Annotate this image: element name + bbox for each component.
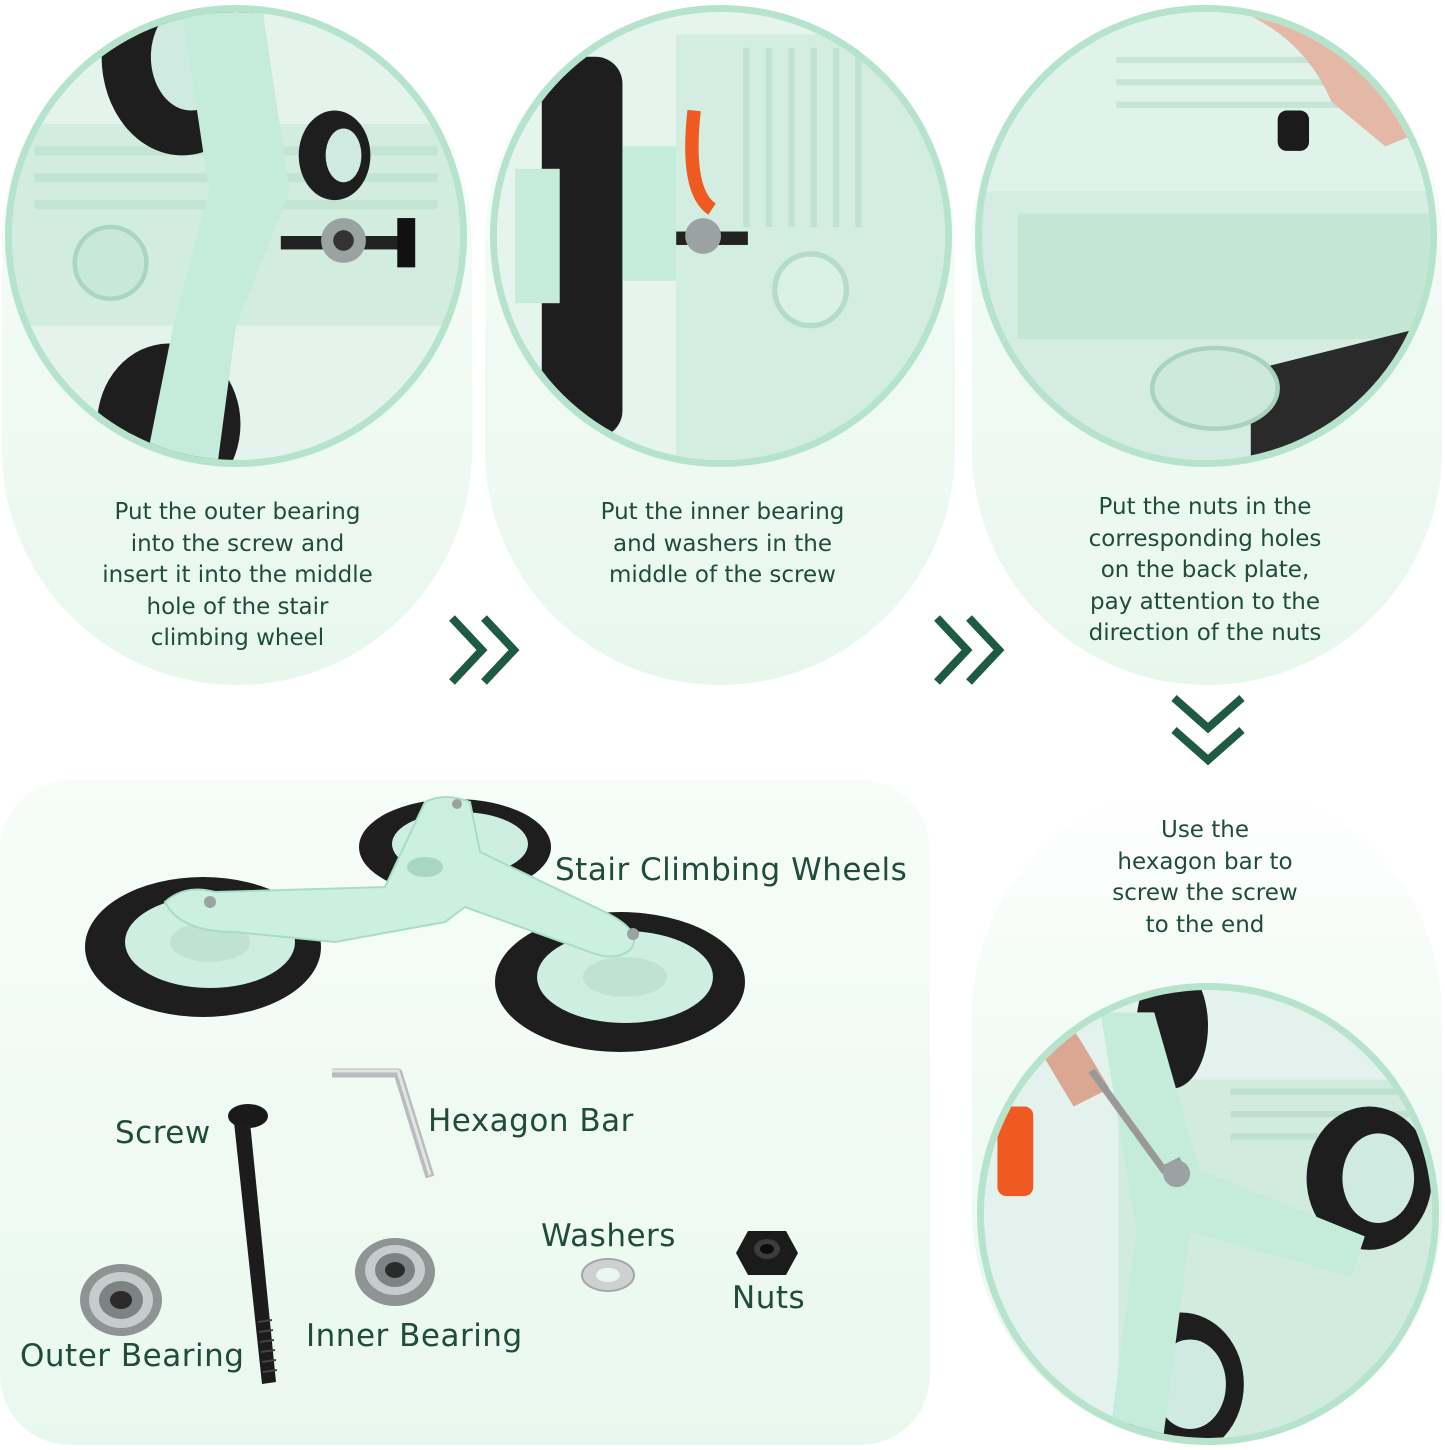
double-chevron-right-icon: [934, 615, 1005, 685]
step-4-photo: [977, 983, 1439, 1445]
washers-label: Washers: [541, 1218, 676, 1254]
step-1-photo: [5, 5, 467, 467]
outer-bearing-image: [80, 1264, 162, 1336]
hexagon-bar-label: Hexagon Bar: [428, 1103, 634, 1139]
double-chevron-down-icon: [1171, 695, 1245, 766]
step-2-photo: [490, 5, 952, 467]
inner-bearing-label: Inner Bearing: [306, 1318, 523, 1354]
nuts-label: Nuts: [732, 1280, 806, 1316]
nut-image: [736, 1231, 798, 1275]
double-chevron-right-icon: [449, 615, 520, 685]
outer-bearing-label: Outer Bearing: [20, 1338, 245, 1374]
step-4-text: Use the hexagon bar to screw the screw t…: [1112, 817, 1298, 938]
stair-climbing-wheels-image: [85, 796, 745, 1052]
screw-label: Screw: [115, 1115, 211, 1151]
step-2-text: Put the inner bearing and washers in the…: [600, 499, 845, 588]
hexagon-bar-image: [332, 1068, 435, 1179]
step-3-photo: [975, 5, 1437, 467]
step-3-text: Put the nuts in the corresponding holes …: [1088, 494, 1322, 646]
inner-bearing-image: [355, 1238, 435, 1306]
washer-image: [581, 1258, 635, 1292]
screw-image: [228, 1104, 278, 1384]
stair-climbing-wheels-label: Stair Climbing Wheels: [555, 852, 908, 888]
step-1-text: Put the outer bearing into the screw and…: [102, 499, 373, 651]
